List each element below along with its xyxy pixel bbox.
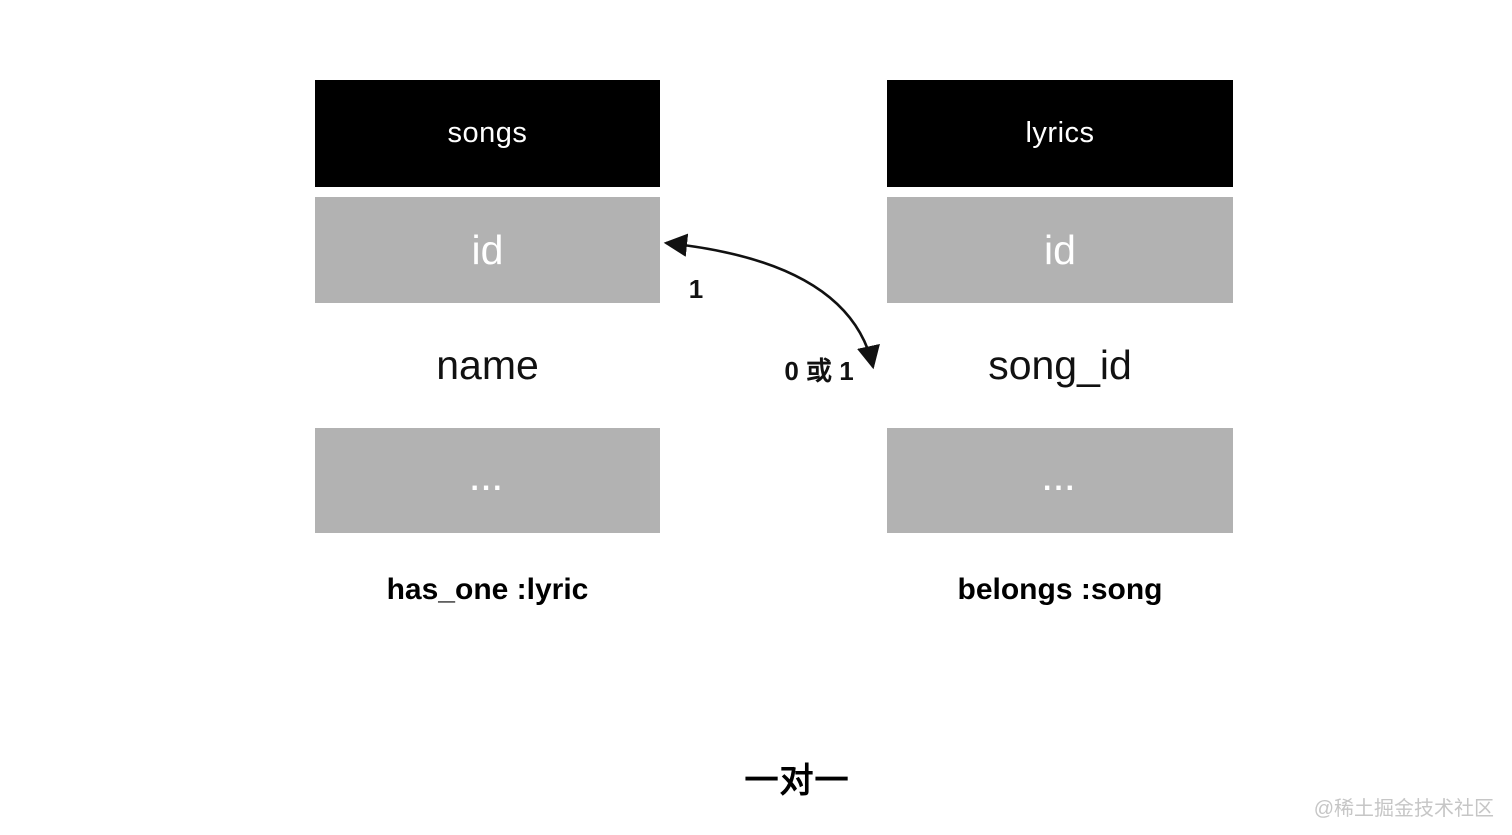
cardinality-zero-or-one-label: 0 或 1: [784, 356, 854, 386]
table-songs-row-ellipsis: ...: [315, 428, 660, 533]
table-songs-header: songs: [315, 80, 660, 187]
table-songs-row-id: id: [315, 197, 660, 303]
table-songs-row-name: name: [436, 342, 539, 388]
watermark: @稀土掘金技术社区: [1313, 798, 1494, 820]
table-lyrics-header: lyrics: [887, 80, 1233, 187]
relationship-arrow-path: [663, 233, 880, 370]
table-lyrics-row-ellipsis: ...: [887, 428, 1233, 533]
table-lyrics-row-song-id: song_id: [988, 342, 1132, 388]
table-songs-caption: has_one :lyric: [386, 573, 589, 606]
table-lyrics-row-id: id: [887, 197, 1233, 303]
diagram-title: 一对一: [744, 762, 850, 800]
cardinality-one-label: 1: [688, 274, 704, 304]
table-lyrics-caption: belongs :song: [957, 573, 1163, 606]
